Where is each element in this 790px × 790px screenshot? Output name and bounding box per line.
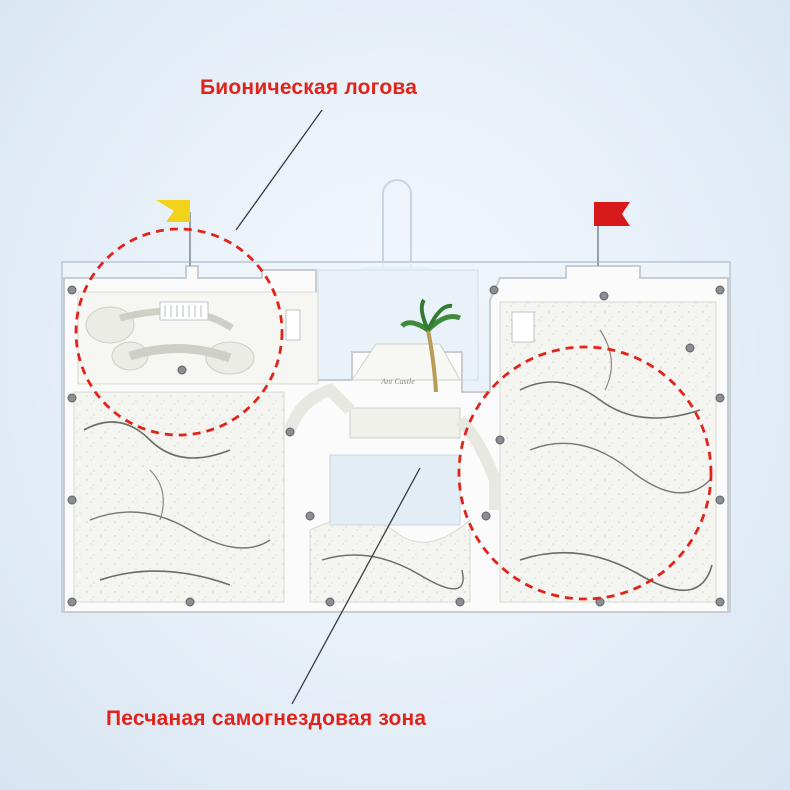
sand-zone-center xyxy=(309,454,471,603)
screws xyxy=(67,285,725,607)
sand-zone-left xyxy=(73,391,285,603)
palm-tree-icon xyxy=(400,298,461,393)
sand-zone-right xyxy=(499,301,717,603)
callout-label-chamber: Бионическая логова xyxy=(200,76,418,99)
highlight-circle-sand xyxy=(457,345,713,601)
flag-right-icon xyxy=(594,202,630,266)
callout-label-sand-zone: Песчаная самогнездовая зона xyxy=(106,707,427,730)
flag-left-icon xyxy=(156,200,191,266)
highlight-circle-chamber xyxy=(74,227,284,437)
callout-pointer-lines xyxy=(235,109,421,705)
